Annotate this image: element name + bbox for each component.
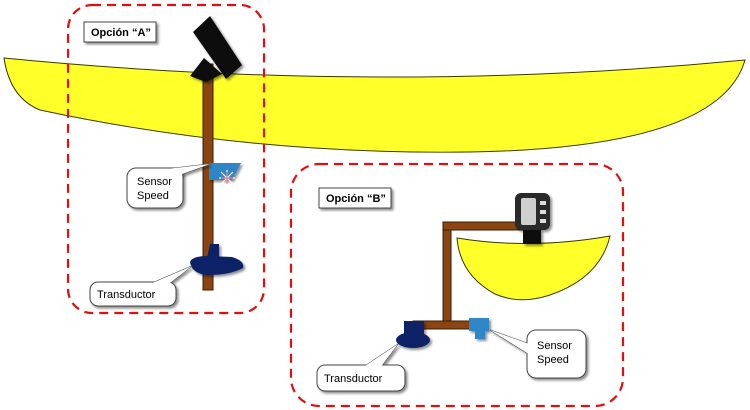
callout-sensor-speed-b-line1: Sensor bbox=[537, 340, 572, 352]
callout-transductor-b: Transductor bbox=[316, 343, 406, 392]
callout-transductor-a: Transductor bbox=[89, 265, 193, 307]
callout-transductor-b-text: Transductor bbox=[324, 373, 383, 385]
option-b-title: Opción “B” bbox=[326, 193, 386, 205]
callout-sensor-speed-b-line2: Speed bbox=[537, 354, 569, 366]
sensor-speed-b bbox=[469, 318, 489, 339]
callout-sensor-speed-a-line1: Sensor bbox=[137, 176, 172, 188]
boat-hull-large bbox=[3, 57, 746, 153]
display-unit bbox=[515, 193, 550, 244]
option-a-title-box: Opción “A” bbox=[83, 21, 157, 43]
sensor-spark-icon bbox=[219, 170, 235, 186]
option-b-box bbox=[289, 162, 625, 408]
transducer-a bbox=[190, 244, 244, 275]
option-a-box bbox=[66, 3, 266, 315]
callout-sensor-speed-a-line2: Speed bbox=[137, 190, 169, 202]
callout-sensor-speed-a: Sensor Speed bbox=[126, 163, 211, 209]
option-b-title-box: Opción “B” bbox=[318, 187, 392, 209]
mount-head-a bbox=[190, 16, 242, 82]
boat-hull-small bbox=[456, 235, 611, 301]
callout-sensor-speed-b: Sensor Speed bbox=[489, 329, 587, 379]
callout-transductor-a-text: Transductor bbox=[97, 289, 156, 301]
transducer-b bbox=[396, 321, 430, 348]
option-a-title: Opción “A” bbox=[91, 27, 151, 39]
sensor-speed-a bbox=[209, 163, 241, 180]
